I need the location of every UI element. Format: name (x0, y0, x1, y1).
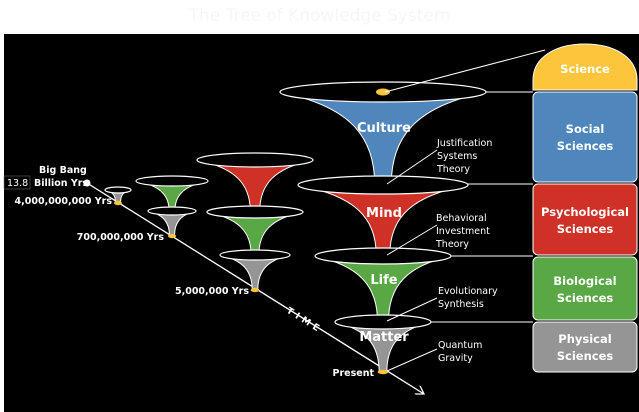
theory-matter: Quantum Gravity (438, 340, 482, 364)
big-bang-label: Big Bang (39, 165, 87, 176)
science-box-psychological: Psychological Sciences (532, 183, 638, 256)
cone-matter-700mya-joint-point (168, 233, 176, 239)
theory-matter-line: Gravity (438, 353, 473, 364)
theory-mind-line: Theory (435, 239, 469, 250)
theory-life-line: Synthesis (438, 299, 484, 310)
biological-sciences-label: Sciences (557, 291, 614, 305)
leader-matter-theory (386, 348, 438, 372)
science-box-physical: Physical Sciences (532, 321, 638, 373)
science-box-social: Social Sciences (532, 91, 638, 183)
science-box-biological: Biological Sciences (532, 256, 638, 321)
cone-life-body (314, 255, 452, 323)
theory-mind: Behavioral Investment Theory (435, 213, 490, 250)
cone-mind-5mya (196, 152, 314, 215)
cone-matter-4bya (104, 186, 132, 206)
timeline-marker-5-million: 5,000,000 Yrs (175, 286, 249, 297)
cone-matter-5mya-joint-point (250, 287, 260, 293)
diagram-title: The Tree of Knowledge System (188, 6, 451, 26)
big-bang-value-box (3, 175, 31, 190)
cone-label-life: Life (370, 273, 397, 288)
psychological-sciences-box (532, 183, 638, 256)
cone-life-rim (314, 247, 452, 265)
cone-matter-4bya-joint-point (114, 200, 122, 206)
psychological-sciences-label: Sciences (557, 222, 614, 236)
physical-sciences-label: Sciences (557, 349, 614, 363)
cone-life-700mya-rim (135, 175, 209, 187)
time-axis-label: TIME (284, 306, 324, 336)
cone-mind-5mya-rim (196, 152, 314, 168)
cone-matter-4bya-rim (104, 186, 132, 194)
cone-matter-rim (334, 314, 432, 330)
big-bang-point (83, 179, 91, 187)
cone-mind-rim (297, 175, 469, 195)
theory-culture-line: Justification (436, 138, 492, 149)
timeline-marker-700-million: 700,000,000 Yrs (77, 232, 165, 243)
cone-matter-joint-point (377, 369, 389, 375)
theory-culture-line: Theory (436, 164, 470, 175)
theory-matter-line: Quantum (438, 340, 482, 351)
theory-life: Evolutionary Synthesis (438, 286, 498, 310)
big-bang-years-label: Billion Yrs (34, 178, 88, 189)
science-point (376, 88, 390, 96)
theory-culture-line: Systems (437, 151, 477, 162)
cone-mind-5mya-body (196, 159, 314, 213)
leader-mind-theory (386, 224, 438, 256)
cone-label-culture: Culture (357, 121, 411, 136)
cone-label-mind: Mind (366, 206, 402, 221)
timeline-marker-present: Present (333, 368, 375, 379)
leader-culture-theory (386, 149, 438, 185)
cone-matter-700mya-rim (147, 206, 197, 216)
biological-sciences-label: Biological (553, 274, 616, 288)
cone-matter-700mya (147, 206, 197, 239)
psychological-sciences-label: Psychological (541, 205, 629, 219)
theory-mind-line: Behavioral (436, 213, 487, 224)
big-bang-value: 13.8 (7, 178, 28, 189)
social-sciences-label: Social (566, 122, 605, 136)
biological-sciences-box (532, 256, 638, 321)
cone-matter-5mya (219, 249, 291, 293)
theory-life-line: Evolutionary (438, 286, 498, 297)
social-sciences-label: Sciences (557, 139, 614, 153)
leader-life-theory (386, 297, 438, 322)
physical-sciences-label: Physical (558, 332, 611, 346)
science-box-label: Science (560, 62, 610, 76)
cone-mind (297, 175, 469, 258)
theory-culture: Justification Systems Theory (436, 138, 492, 175)
science-box-science: Science (532, 43, 638, 91)
connector-science (384, 49, 546, 93)
timeline-marker-4-billion: 4,000,000,000 Yrs (15, 196, 113, 207)
cone-matter-5mya-rim (219, 249, 291, 261)
physical-sciences-box (532, 321, 638, 373)
theory-mind-line: Investment (436, 226, 490, 237)
cone-life-5mya-rim (206, 205, 304, 219)
cone-label-matter: Matter (359, 330, 409, 345)
science-dome (532, 43, 638, 91)
cone-matter (334, 314, 432, 375)
social-sciences-box (532, 91, 638, 183)
